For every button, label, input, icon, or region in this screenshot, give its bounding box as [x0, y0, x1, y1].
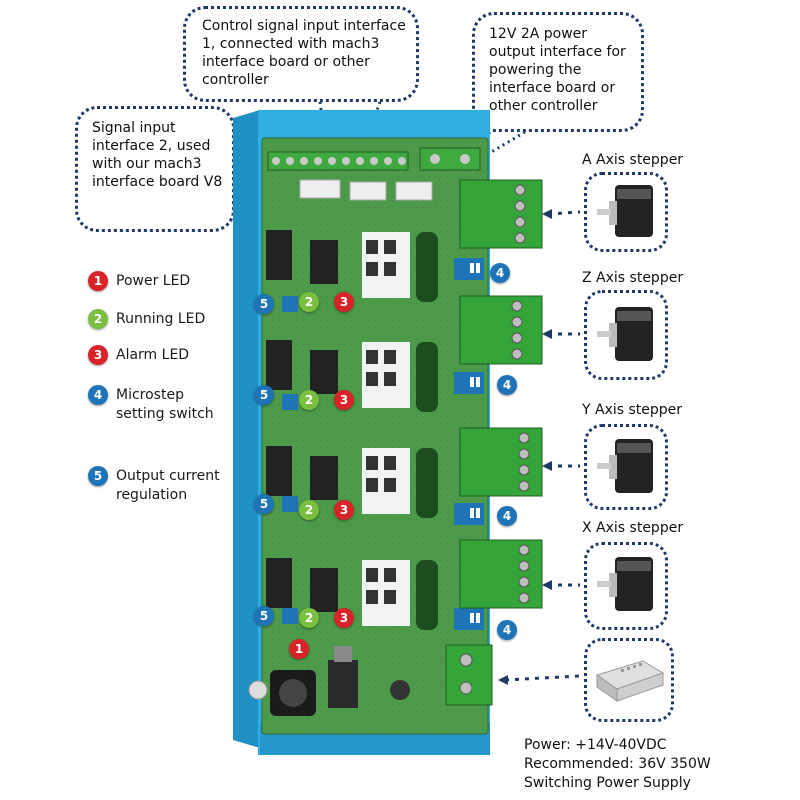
- legend-badge-2: 2: [88, 309, 108, 329]
- stepper-motor-icon: [597, 185, 653, 237]
- stepper-motor-icon: [597, 557, 653, 611]
- motor-terminals: [459, 179, 543, 609]
- stepper-motor-icon: [597, 307, 653, 361]
- legend-badge-3: 3: [88, 345, 108, 365]
- legend-label: Alarm LED: [116, 347, 190, 363]
- legend-badge-5: 5: [88, 466, 108, 486]
- power-spec-voltage: Power: +14V-40VDC: [524, 737, 667, 753]
- legend-label: Running LED: [116, 311, 206, 327]
- stepper-x-box: [584, 542, 668, 630]
- board-badge-3-c: 3: [334, 500, 354, 520]
- legend-label: Power LED: [116, 273, 191, 289]
- axis-label-z: Z Axis stepper: [582, 270, 684, 286]
- stepper-y-box: [584, 424, 668, 510]
- board-badge-4-c: 4: [497, 506, 517, 526]
- power-supply-icon: [595, 660, 665, 702]
- arrow-heads: [498, 209, 552, 685]
- callout-signal-input2-text: Signal input interface 2, used with our …: [92, 120, 223, 190]
- legend-badge-4: 4: [88, 385, 108, 405]
- callout-signal-input2: Signal input interface 2, used with our …: [75, 106, 235, 232]
- motor-connection-arrows: [504, 210, 581, 682]
- power-section: [248, 646, 410, 716]
- legend-badge-1: 1: [88, 271, 108, 291]
- legend-item-alarm-led: 3 Alarm LED: [88, 345, 190, 365]
- board-badge-3-a: 3: [334, 292, 354, 312]
- legend-label: Microstep setting switch: [116, 387, 214, 422]
- legend-item-power-led: 1 Power LED: [88, 271, 191, 291]
- board-badge-4-b: 4: [497, 375, 517, 395]
- legend-item-running-led: 2 Running LED: [88, 309, 206, 329]
- board-badge-2-d: 2: [299, 608, 319, 628]
- channel-blocks: [266, 230, 438, 630]
- callout-power-output-text: 12V 2A power output interface for poweri…: [489, 26, 626, 114]
- legend-item-current-regulation: 5 Output current regulation: [88, 466, 228, 505]
- axis-label-x: X Axis stepper: [582, 520, 684, 536]
- stepper-a-box: [584, 172, 668, 252]
- board-badge-4-a: 4: [490, 263, 510, 283]
- top-connectors: [267, 147, 481, 201]
- power-spec-recommended: Recommended: 36V 350W: [524, 756, 711, 772]
- callout-control-signal: Control signal input interface 1, connec…: [183, 6, 419, 102]
- board-badge-5-a: 5: [254, 294, 274, 314]
- callout-control-signal-text: Control signal input interface 1, connec…: [202, 18, 406, 88]
- board-badge-5-b: 5: [254, 385, 274, 405]
- power-spec: Power: +14V-40VDC Recommended: 36V 350W …: [524, 736, 711, 793]
- board-badge-3-d: 3: [334, 608, 354, 628]
- board-badge-5-d: 5: [254, 606, 274, 626]
- legend-label: Output current regulation: [116, 468, 220, 503]
- board-badge-1: 1: [289, 639, 309, 659]
- power-spec-type: Switching Power Supply: [524, 775, 691, 791]
- power-supply-box: [584, 638, 674, 722]
- board-badge-2-c: 2: [299, 500, 319, 520]
- axis-label-a: A Axis stepper: [582, 152, 684, 168]
- axis-label-y: Y Axis stepper: [582, 402, 683, 418]
- board-badge-2-a: 2: [299, 292, 319, 312]
- board-badge-4-d: 4: [497, 620, 517, 640]
- board-badge-3-b: 3: [334, 390, 354, 410]
- stepper-z-box: [584, 290, 668, 380]
- power-terminal: [445, 644, 493, 706]
- callout-power-output: 12V 2A power output interface for poweri…: [472, 12, 644, 132]
- legend-item-microstep-switch: 4 Microstep setting switch: [88, 385, 228, 424]
- board-badge-5-c: 5: [254, 494, 274, 514]
- board-badge-2-b: 2: [299, 390, 319, 410]
- stepper-motor-icon: [597, 439, 653, 493]
